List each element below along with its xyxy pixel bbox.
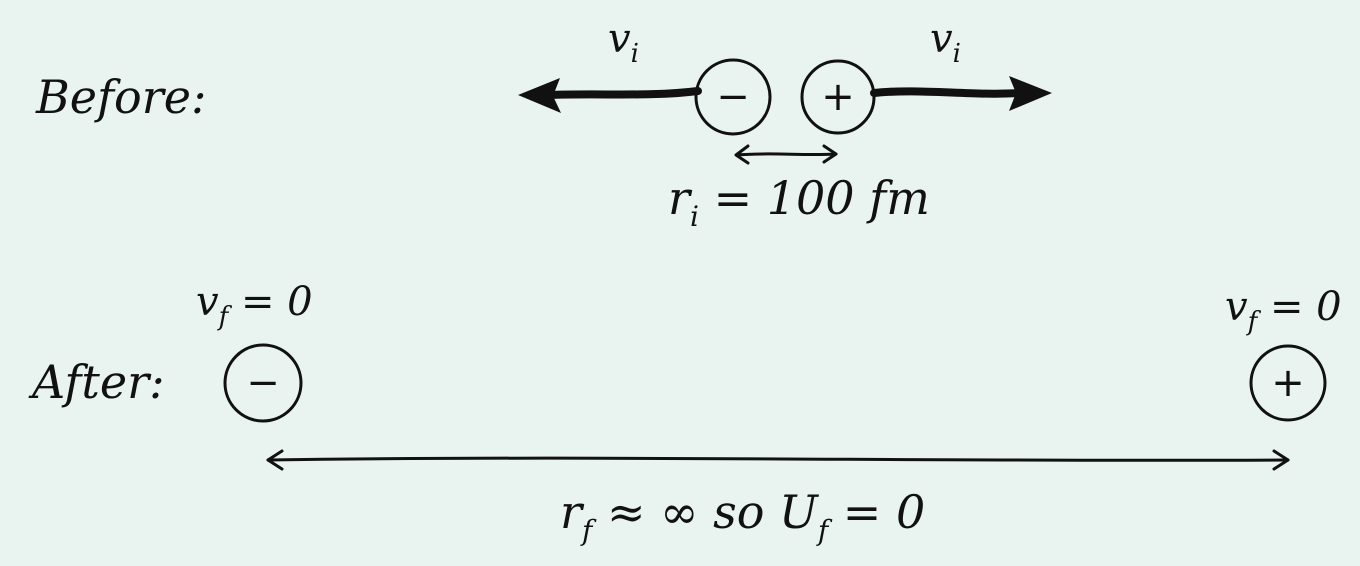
before-label: Before: bbox=[35, 70, 206, 124]
negative-charge-after: − bbox=[223, 343, 303, 423]
potential-energy-var: U bbox=[779, 485, 820, 539]
positive-charge-after: + bbox=[1249, 344, 1327, 422]
positive-sign: + bbox=[821, 74, 855, 120]
positive-sign-after: + bbox=[1271, 360, 1305, 406]
velocity-right-label: vi bbox=[930, 16, 961, 69]
initial-separation-label: ri = 100 fm bbox=[668, 171, 930, 233]
velocity-left-label: vi bbox=[608, 16, 639, 69]
negative-charge-before: − bbox=[694, 58, 772, 136]
initial-separation-arrow bbox=[734, 144, 838, 165]
final-velocity-left-label: vf = 0 bbox=[196, 279, 313, 332]
right-velocity-arrow bbox=[870, 76, 1052, 111]
positive-charge-before: + bbox=[800, 59, 876, 135]
final-distance-label: rf ≈ ∞ so Uf = 0 bbox=[560, 485, 925, 547]
final-separation-arrow bbox=[266, 449, 1290, 471]
negative-sign-after: − bbox=[246, 360, 280, 406]
final-velocity-right-label: vf = 0 bbox=[1225, 284, 1342, 337]
negative-sign: − bbox=[716, 74, 750, 120]
left-velocity-arrow bbox=[518, 78, 702, 113]
after-label: After: bbox=[28, 355, 165, 409]
